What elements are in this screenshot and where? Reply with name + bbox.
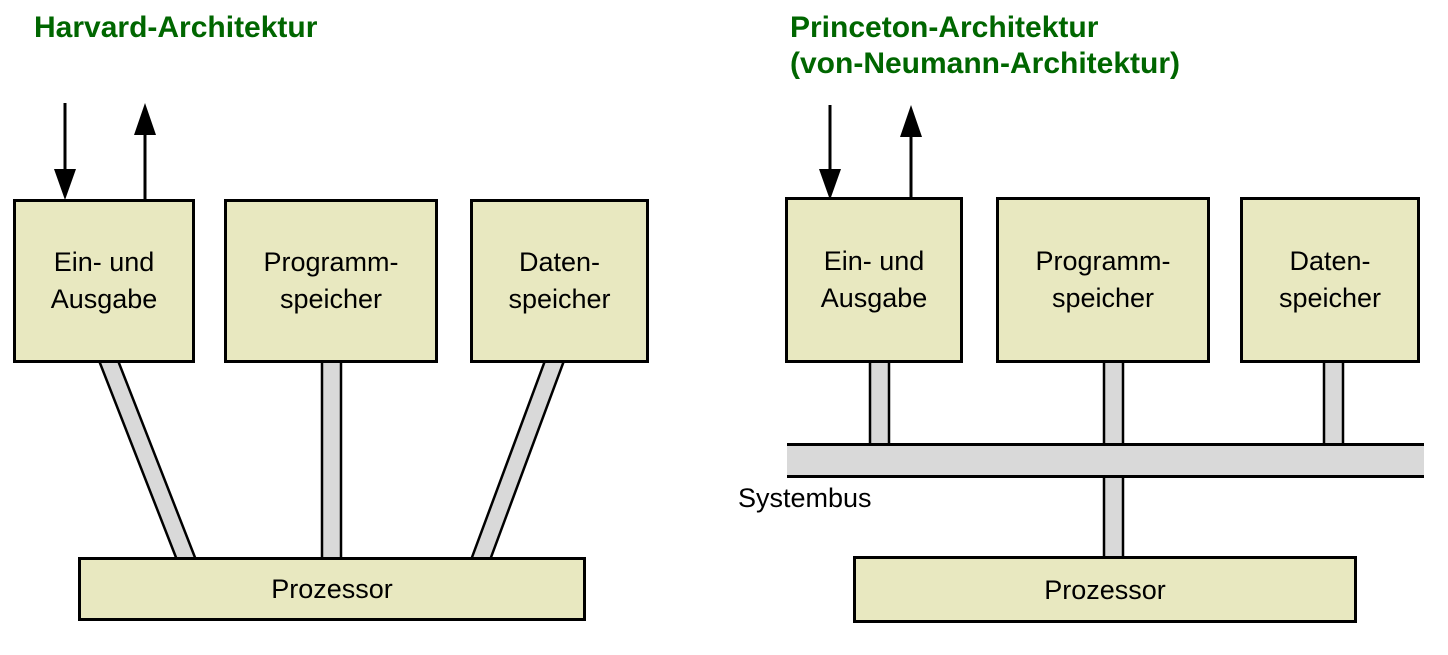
princeton-box-label: Ein- und Ausgabe (820, 246, 928, 313)
princeton-box-prozessor[interactable]: Prozessor (853, 556, 1357, 623)
harvard-box-label: Ein- und Ausgabe (50, 247, 158, 314)
harvard-box-datenspeicher[interactable]: Daten- speicher (470, 199, 649, 363)
princeton-title: Princeton-Architektur(von-Neumann-Archit… (790, 10, 1180, 82)
princeton-box-label: Daten- speicher (1278, 246, 1382, 313)
harvard-connector-bars (96, 356, 567, 562)
princeton-box-programmspeicher[interactable]: Programm- speicher (996, 197, 1210, 363)
harvard-box-programmspeicher[interactable]: Programm- speicher (224, 199, 438, 363)
harvard-box-label: Daten- speicher (508, 247, 611, 314)
princeton-box-label: Programm- speicher (1035, 246, 1171, 313)
harvard-box-label: Programm- speicher (263, 247, 399, 314)
princeton-systembus-label: Systembus (738, 483, 872, 513)
princeton-box-ein-und-ausgabe[interactable]: Ein- und Ausgabe (785, 197, 963, 363)
princeton-title-line1: Princeton-Architektur (790, 11, 1099, 44)
harvard-box-ein-und-ausgabe[interactable]: Ein- und Ausgabe (13, 199, 195, 363)
princeton-connector-bars-top (868, 358, 1345, 448)
princeton-io-arrows (819, 105, 922, 200)
harvard-processor-label: Prozessor (271, 574, 393, 604)
princeton-systembus[interactable] (787, 443, 1424, 478)
harvard-box-prozessor[interactable]: Prozessor (78, 557, 586, 621)
princeton-processor-label: Prozessor (1044, 574, 1166, 605)
harvard-io-arrows (54, 103, 156, 200)
harvard-title: Harvard-Architektur (34, 11, 318, 44)
princeton-title-line2: (von-Neumann-Architektur) (790, 47, 1181, 80)
princeton-box-datenspeicher[interactable]: Daten- speicher (1240, 197, 1420, 363)
